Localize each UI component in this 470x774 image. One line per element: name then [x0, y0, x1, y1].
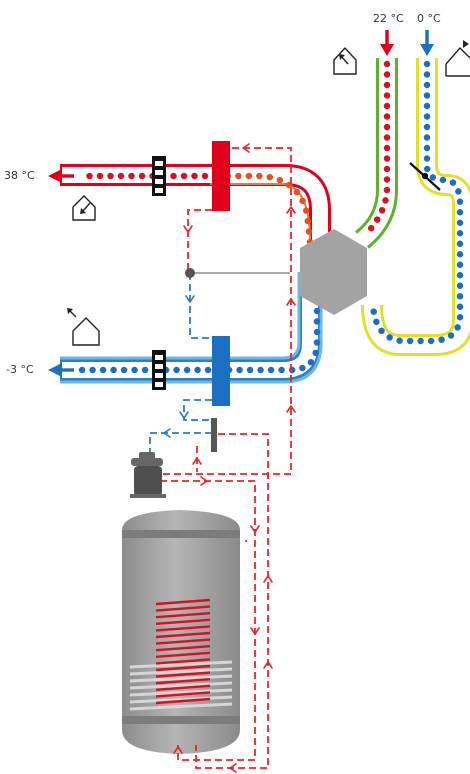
outdoor-air-duct — [361, 58, 470, 356]
coil-turn — [155, 598, 211, 606]
coil-turn — [155, 612, 211, 619]
exhaust-air-duct — [60, 272, 323, 384]
coil-turn — [155, 631, 211, 639]
coil-turn — [155, 664, 211, 672]
condenser-coil — [212, 141, 230, 211]
outdoor-air-temp-label: 0 °C — [417, 12, 441, 25]
exhaust-air-out-arrow — [48, 363, 74, 377]
coil-turn — [155, 605, 211, 612]
flow-arrows — [163, 143, 296, 773]
expansion-valve-icon — [185, 268, 195, 278]
coil-turn — [155, 658, 211, 665]
extract-air-temp-label: 22 °C — [373, 12, 404, 25]
compressor-icon — [130, 452, 166, 498]
coil-turn — [155, 618, 211, 625]
supply-air-out-arrow — [48, 169, 74, 183]
coil-turn — [155, 684, 211, 691]
evaporator-coil — [212, 336, 230, 406]
extract-air-duct — [354, 58, 398, 249]
exhaust-air-temp-label: -3 °C — [6, 363, 34, 376]
house-outdoor-icon — [445, 40, 470, 77]
house-exhaust-icon — [67, 308, 100, 346]
coil-turn — [155, 625, 211, 632]
coil-turn — [155, 678, 211, 685]
coil-turn — [155, 691, 211, 698]
house-extract-icon — [333, 46, 357, 75]
coil-turn — [155, 638, 211, 645]
supply-air-duct — [60, 164, 331, 246]
house-supply-icon — [72, 195, 96, 221]
exhaust-fan-icon — [152, 350, 166, 390]
heat-exchanger — [300, 229, 367, 315]
supply-air-temp-label: 38 °C — [4, 169, 35, 182]
coil-turn — [155, 651, 211, 658]
refrigerant-circuit — [149, 147, 292, 769]
hot-water-tank-icon — [122, 510, 240, 754]
coil-turn — [155, 645, 211, 652]
coil-turn — [155, 671, 211, 678]
extract-air-in-arrow — [380, 30, 394, 56]
outdoor-air-in-arrow — [420, 30, 434, 56]
reversing-valve — [211, 418, 217, 452]
supply-fan-icon — [152, 156, 166, 196]
coil-turn — [155, 697, 211, 705]
